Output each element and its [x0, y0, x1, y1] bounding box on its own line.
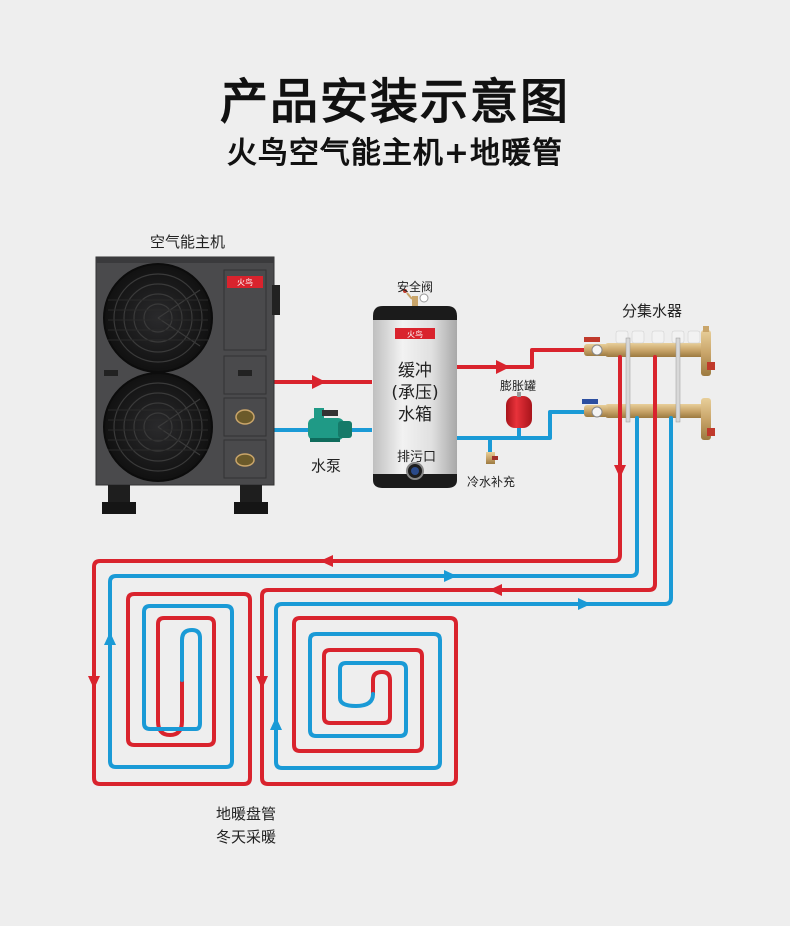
buffer-tank-label-2: (承压) — [391, 383, 439, 403]
flow-arrow-icon — [104, 632, 116, 645]
flow-arrow-icon — [489, 584, 502, 596]
floor-coil-label: 地暖盘管 — [216, 805, 277, 823]
supply-pipe-tank-to-manifold — [456, 348, 585, 369]
cold-water-valve-icon — [486, 452, 498, 464]
flow-arrow-icon — [320, 555, 333, 567]
expansion-tank-label: 膨胀罐 — [500, 379, 537, 393]
return-valve-handle-icon — [582, 399, 598, 404]
return-pipe-manifold-to-tank — [456, 410, 585, 440]
flow-arrow-icon — [444, 570, 457, 582]
flow-arrow-icon — [496, 360, 510, 374]
buffer-tank: 火鸟 — [373, 289, 457, 488]
cold-water-supply-label: 冷水补充 — [467, 475, 516, 489]
safety-valve-label: 安全阀 — [397, 280, 434, 294]
floor-loop-2-return — [274, 416, 673, 770]
flow-arrow-icon — [270, 717, 282, 730]
page-subtitle: 火鸟空气能主机+地暖管 — [226, 136, 564, 171]
heat-pump-unit: 火鸟 — [95, 256, 280, 514]
tank-brand-text: 火鸟 — [407, 329, 423, 339]
flow-arrow-icon — [312, 375, 326, 389]
water-pump-icon — [308, 408, 352, 442]
floor-loop-1-return — [168, 630, 182, 700]
certification-badge-icon — [235, 453, 255, 467]
manifold-label: 分集水器 — [622, 302, 683, 320]
certification-badge-icon — [235, 409, 255, 425]
flow-arrow-icon — [578, 598, 591, 610]
unit-brand-text: 火鸟 — [237, 277, 253, 287]
floor-loop-1-supply — [92, 355, 622, 786]
brand-logo-icon — [395, 328, 435, 339]
expansion-tank-icon — [506, 392, 532, 428]
drain-outlet-label: 排污口 — [397, 450, 437, 465]
supply-valve-handle-icon — [584, 337, 600, 342]
buffer-tank-label-3: 水箱 — [398, 405, 432, 425]
flow-arrow-icon — [256, 676, 268, 689]
water-pump-label: 水泵 — [311, 457, 342, 475]
buffer-tank-label-1: 缓冲 — [398, 361, 432, 381]
safety-valve-icon — [403, 289, 429, 306]
brand-logo-icon — [227, 276, 263, 288]
manifold — [582, 326, 715, 440]
floor-loop-2-supply — [260, 355, 657, 786]
winter-heating-label: 冬天采暖 — [216, 828, 277, 846]
heat-pump-label: 空气能主机 — [150, 233, 226, 251]
floor-loop-1-return — [108, 416, 639, 769]
flow-arrow-icon — [614, 465, 626, 478]
flow-arrow-icon — [88, 676, 100, 689]
page-title: 产品安装示意图 — [219, 74, 570, 130]
